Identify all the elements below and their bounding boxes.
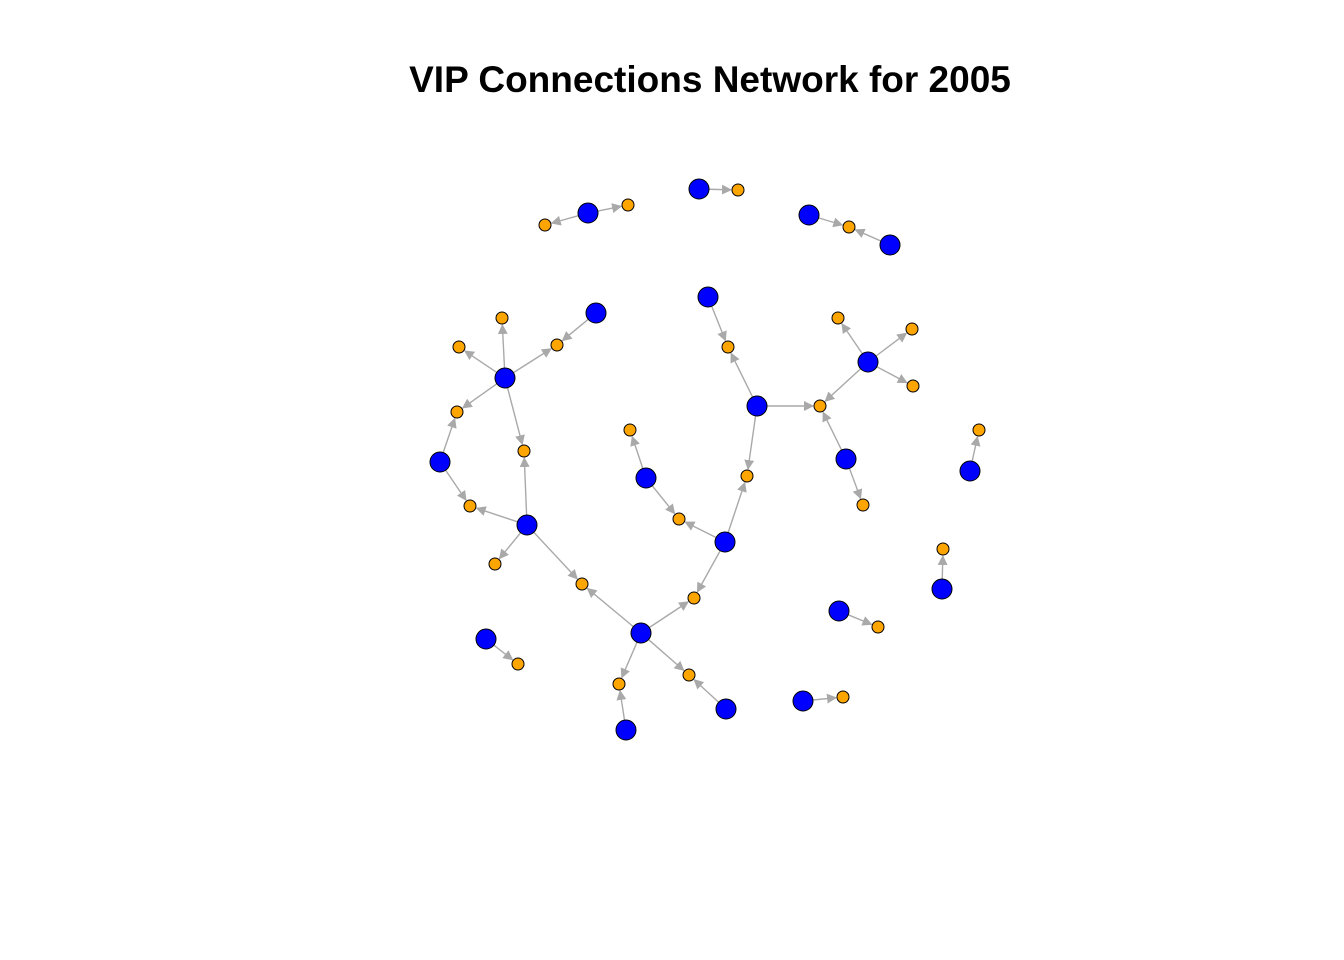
vip-node [494, 367, 516, 389]
vip-node [630, 622, 652, 644]
edge-arrow [616, 689, 627, 721]
edge-arrow [727, 481, 747, 533]
edge-arrow [875, 332, 908, 357]
vip-node [746, 395, 768, 417]
other-node [972, 423, 986, 437]
other-node [836, 690, 850, 704]
edge-arrow [519, 456, 530, 516]
vip-node [635, 467, 657, 489]
vip-node [715, 698, 737, 720]
edge-arrow [463, 350, 498, 373]
edge-arrow [497, 323, 508, 369]
edge-arrow [696, 550, 721, 593]
edge-arrow [648, 601, 689, 629]
other-node [495, 311, 509, 325]
vip-node [688, 178, 710, 200]
other-node [905, 322, 919, 336]
other-node [550, 338, 564, 352]
other-node [612, 677, 626, 691]
edge-arrow [730, 352, 754, 398]
edge-arrow [848, 468, 863, 500]
edge-arrow [620, 641, 638, 679]
node-layer [429, 178, 986, 741]
vip-node [475, 628, 497, 650]
edge-arrow [937, 554, 948, 580]
edge-arrow [533, 531, 578, 580]
vip-node [516, 514, 538, 536]
edge-arrow [513, 348, 552, 374]
edge-arrow [854, 228, 882, 242]
edge-arrow [684, 521, 717, 539]
edge-arrow [841, 322, 863, 355]
vip-node [615, 719, 637, 741]
edge-arrow [708, 184, 733, 195]
edge-arrow [744, 415, 757, 471]
other-node [721, 340, 735, 354]
edge-arrow [561, 318, 589, 342]
vip-node [429, 451, 451, 473]
plot-title: VIP Connections Network for 2005 [409, 59, 1011, 100]
other-node [871, 620, 885, 634]
other-node [621, 198, 635, 212]
edge-arrow [818, 217, 844, 228]
edge-arrow [711, 306, 727, 342]
edge-arrow [693, 679, 720, 703]
edge-arrow [442, 417, 457, 453]
other-node [511, 657, 525, 671]
other-node [842, 220, 856, 234]
edge-arrow [586, 587, 634, 628]
vip-node [577, 202, 599, 224]
vip-node [828, 600, 850, 622]
edge-arrow [812, 693, 838, 704]
other-node [831, 311, 845, 325]
vip-node [931, 578, 953, 600]
edge-arrow [498, 532, 522, 560]
edge-layer [442, 184, 981, 721]
edge-arrow [445, 469, 467, 502]
edge-arrow [493, 644, 514, 661]
other-node [813, 399, 827, 413]
edge-arrow [876, 366, 908, 384]
edge-arrow [597, 203, 623, 214]
vip-node [697, 286, 719, 308]
other-node [538, 218, 552, 232]
edge-arrow [651, 485, 676, 515]
edge-arrow [630, 435, 644, 469]
other-node [623, 423, 637, 437]
vip-node [714, 531, 736, 553]
vip-node [798, 204, 820, 226]
other-node [731, 183, 745, 197]
other-node [463, 499, 477, 513]
edge-arrow [824, 368, 862, 402]
other-node [906, 379, 920, 393]
edge-arrow [970, 435, 981, 462]
other-node [740, 469, 754, 483]
other-node [856, 498, 870, 512]
other-node [575, 577, 589, 591]
vip-node [879, 234, 901, 256]
vip-node [835, 448, 857, 470]
other-node [687, 591, 701, 605]
vip-node [585, 302, 607, 324]
other-node [672, 512, 686, 526]
vip-node [857, 351, 879, 373]
edge-arrow [550, 215, 579, 226]
other-node [517, 444, 531, 458]
edge-arrow [648, 639, 685, 672]
other-node [488, 557, 502, 571]
edge-arrow [475, 506, 518, 523]
other-node [452, 340, 466, 354]
edge-arrow [847, 614, 873, 626]
edge-arrow [461, 383, 498, 409]
vip-node [959, 460, 981, 482]
other-node [450, 405, 464, 419]
other-node [936, 542, 950, 556]
vip-node [792, 690, 814, 712]
edge-arrow [506, 387, 525, 446]
other-node [682, 668, 696, 682]
edge-arrow [822, 411, 843, 451]
